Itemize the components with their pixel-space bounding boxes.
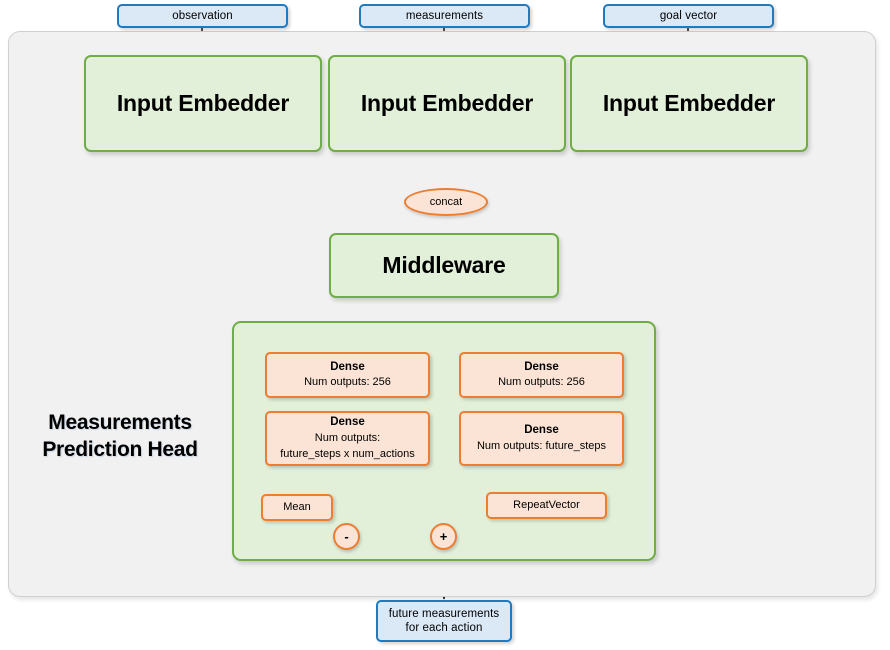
dense-left-2-detail-1: Num outputs: [314, 431, 381, 444]
concat-label: concat [429, 196, 463, 208]
dense-left-1[interactable]: Dense Num outputs: 256 [265, 352, 430, 398]
head-label-line-2: Prediction Head [42, 438, 198, 462]
dense-left-1-detail: Num outputs: 256 [304, 376, 391, 389]
repeat-vector-box[interactable]: RepeatVector [486, 492, 607, 519]
input-label-observation: observation [172, 9, 233, 22]
measurements-prediction-head-label: Measurements Prediction Head [24, 409, 216, 464]
mean-label: Mean [283, 500, 311, 513]
dense-left-2-title: Dense [330, 416, 365, 429]
dense-right-2-detail-1: Num outputs: future_steps [476, 439, 606, 452]
repeat-vector-label: RepeatVector [513, 498, 580, 511]
input-label-measurements: measurements [405, 9, 484, 22]
subtract-symbol: - [344, 529, 349, 544]
concat-node[interactable]: concat [404, 188, 488, 216]
mean-box[interactable]: Mean [261, 494, 333, 521]
input-embedder-label-1: Input Embedder [116, 90, 290, 116]
middleware-box[interactable]: Middleware [329, 233, 559, 298]
dense-right-1-detail: Num outputs: 256 [498, 376, 585, 389]
input-box-measurements[interactable]: measurements [359, 4, 530, 28]
output-label-line-1: future measurements [388, 607, 500, 620]
add-symbol: + [439, 529, 448, 544]
output-box-future-measurements[interactable]: future measurements for each action [376, 600, 512, 642]
output-label-line-2: for each action [405, 622, 483, 634]
input-embedder-label-2: Input Embedder [360, 90, 534, 116]
input-embedder-goal-vector[interactable]: Input Embedder [570, 55, 808, 152]
input-label-goal-vector: goal vector [659, 9, 718, 22]
input-embedder-observation[interactable]: Input Embedder [84, 55, 322, 152]
dense-left-2[interactable]: Dense Num outputs: future_steps x num_ac… [265, 411, 430, 466]
subtract-operator[interactable]: - [333, 523, 360, 550]
middleware-label: Middleware [382, 252, 506, 278]
dense-right-1[interactable]: Dense Num outputs: 256 [459, 352, 624, 398]
dense-left-2-detail-2: future_steps x num_actions [280, 447, 415, 460]
head-label-line-1: Measurements [48, 411, 192, 434]
add-operator[interactable]: + [430, 523, 457, 550]
input-embedder-label-3: Input Embedder [602, 90, 776, 116]
dense-right-1-title: Dense [524, 360, 559, 373]
input-embedder-measurements[interactable]: Input Embedder [328, 55, 566, 152]
dense-right-2-title: Dense [524, 424, 559, 437]
dense-left-1-title: Dense [330, 360, 365, 373]
input-box-observation[interactable]: observation [117, 4, 288, 28]
input-box-goal-vector[interactable]: goal vector [603, 4, 774, 28]
dense-right-2[interactable]: Dense Num outputs: future_steps [459, 411, 624, 466]
